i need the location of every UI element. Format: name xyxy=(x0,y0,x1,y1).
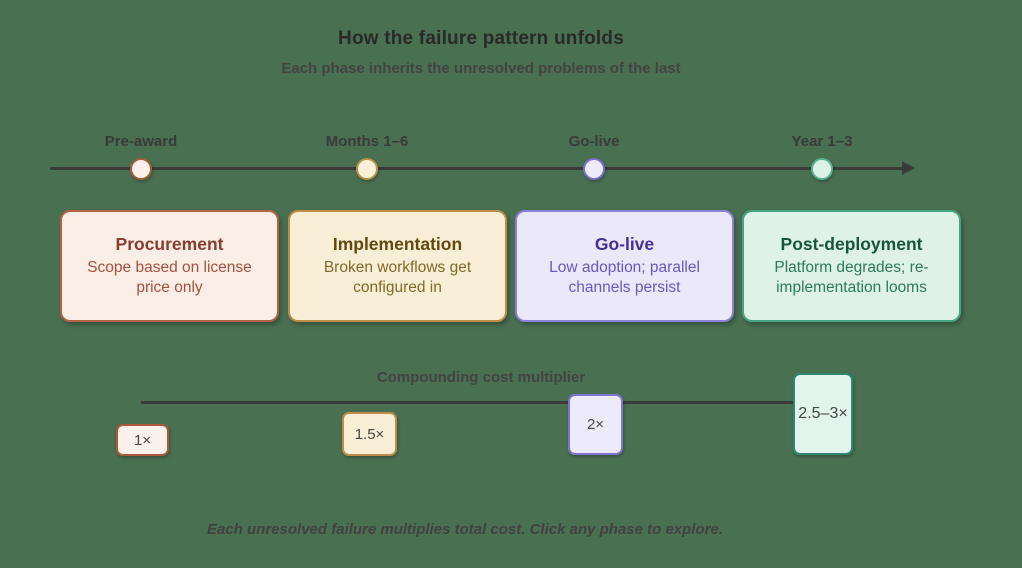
phase-card-implementation[interactable]: Implementation Broken workflows get conf… xyxy=(288,210,507,322)
phase-card-go-live[interactable]: Go-live Low adoption; parallel channels … xyxy=(515,210,734,322)
timeline-arrowhead-icon xyxy=(902,161,915,175)
phase-card-description: Broken workflows get configured in xyxy=(323,259,472,296)
phase-card-title: Procurement xyxy=(115,234,224,254)
timeline-dot-months-1-6 xyxy=(356,158,378,180)
multiplier-step-2-5-3x: 2.5–3× xyxy=(793,373,853,455)
timeline-label-pre-award: Pre-award xyxy=(104,133,178,150)
timeline-label-go-live: Go-live xyxy=(568,133,620,150)
phase-card-title: Post-deployment xyxy=(780,234,923,254)
timeline-dot-go-live xyxy=(583,158,605,180)
page-subtitle: Each phase inherits the unresolved probl… xyxy=(281,60,681,77)
phase-card-title: Implementation xyxy=(332,234,463,254)
multiplier-section-label: Compounding cost multiplier xyxy=(376,369,586,386)
multiplier-step-1-5x: 1.5× xyxy=(342,412,397,456)
multiplier-step-2x: 2× xyxy=(568,394,623,455)
multiplier-step-1x: 1× xyxy=(116,424,169,456)
timeline-label-months-1-6: Months 1–6 xyxy=(325,133,409,150)
footer-note: Each unresolved failure multiplies total… xyxy=(207,521,723,538)
timeline-dot-pre-award xyxy=(130,158,152,180)
page-title: How the failure pattern unfolds xyxy=(338,28,624,49)
timeline-dot-year-1-3 xyxy=(811,158,833,180)
multiplier-axis xyxy=(141,401,794,404)
phase-card-procurement[interactable]: Procurement Scope based on license price… xyxy=(60,210,279,322)
phase-card-description: Scope based on license price only xyxy=(87,259,252,296)
phase-card-description: Platform degrades; re-implementation loo… xyxy=(774,259,929,296)
phase-card-title: Go-live xyxy=(594,234,655,254)
phase-card-description: Low adoption; parallel channels persist xyxy=(549,259,700,296)
timeline-axis xyxy=(50,167,905,170)
timeline-label-year-1-3: Year 1–3 xyxy=(791,133,853,150)
phase-card-post-deployment[interactable]: Post-deployment Platform degrades; re-im… xyxy=(742,210,961,322)
